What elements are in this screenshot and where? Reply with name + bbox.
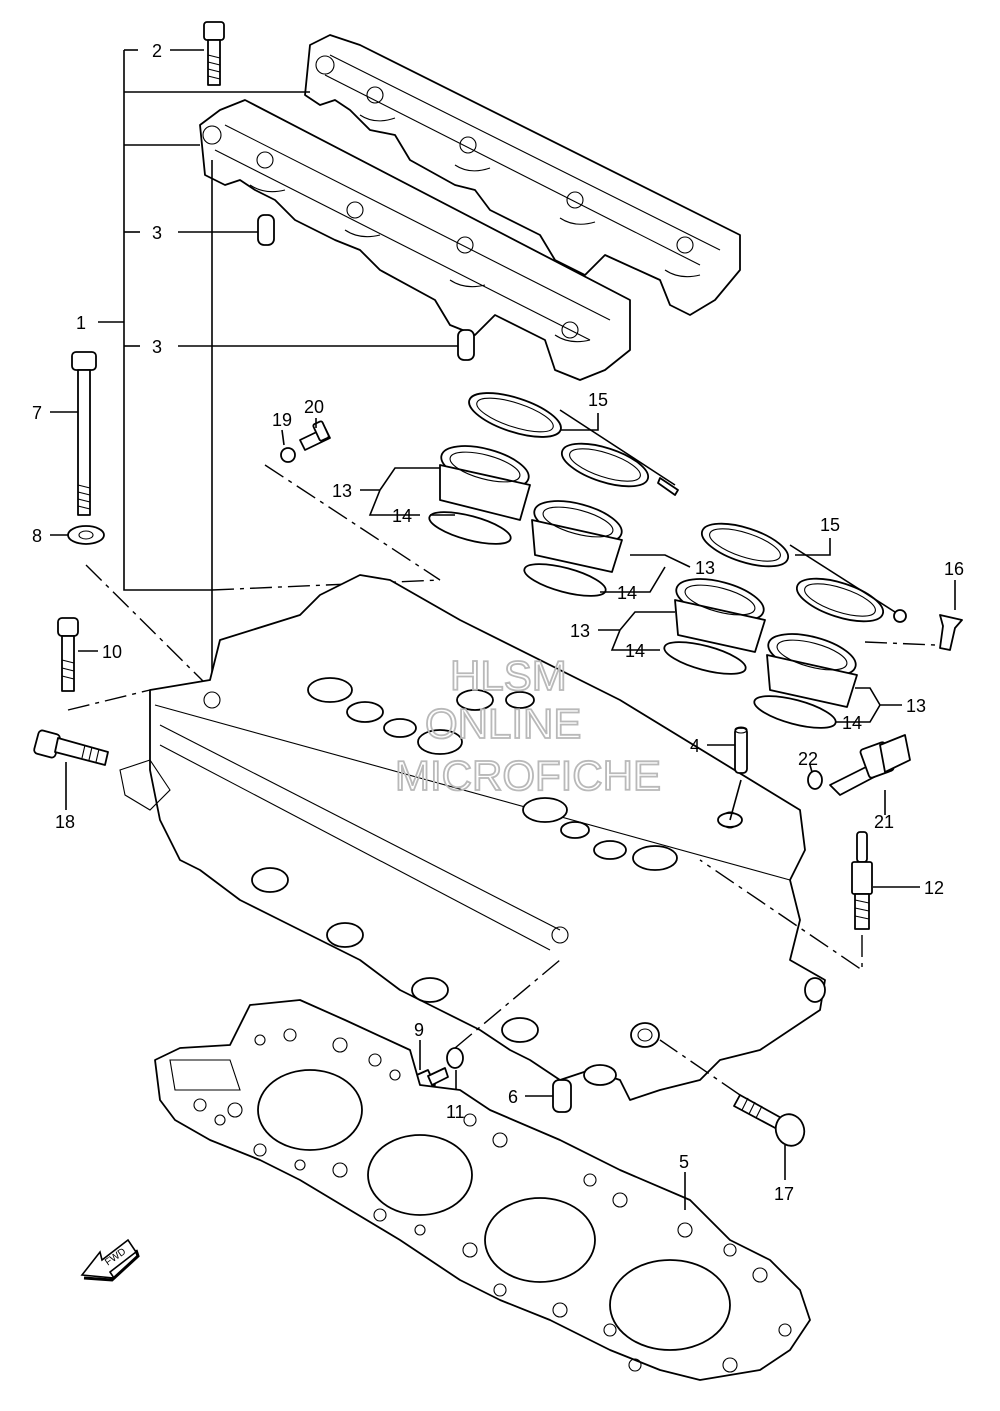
callout-14-a: 14 — [392, 506, 412, 526]
callout-18: 18 — [55, 812, 75, 832]
callout-14-c: 14 — [625, 641, 645, 661]
fwd-arrow-icon: FWD — [80, 1238, 140, 1282]
o-ring-11 — [446, 1047, 464, 1069]
callout-8: 8 — [32, 526, 42, 546]
bolt-17 — [733, 1094, 806, 1147]
washer-22 — [807, 770, 823, 790]
intake-clamp-15-right — [700, 522, 907, 623]
bolt-10 — [57, 617, 79, 692]
watermark: HLSM ONLINE MICROFICHE — [394, 651, 662, 800]
callout-3-lower: 3 — [152, 337, 162, 357]
spark-plug-12 — [851, 831, 873, 930]
callout-13-c: 13 — [570, 621, 590, 641]
bolt-2 — [203, 21, 225, 86]
o-ring-14-c — [663, 641, 747, 675]
intake-clamp-15-left — [468, 392, 679, 496]
o-ring-14-b — [523, 563, 607, 597]
callout-11: 11 — [446, 1102, 465, 1122]
o-ring-14-a — [428, 511, 512, 545]
intake-pipe-13-a — [439, 445, 531, 521]
temperature-sensor-21 — [829, 734, 911, 796]
callout-9: 9 — [414, 1020, 424, 1040]
callout-17: 17 — [774, 1184, 794, 1204]
callout-2: 2 — [152, 41, 162, 61]
callout-19: 19 — [272, 410, 292, 430]
o-ring-19 — [280, 447, 296, 463]
callout-7: 7 — [32, 403, 42, 423]
callout-21: 21 — [874, 812, 894, 832]
callout-22: 22 — [798, 749, 818, 769]
callout-15-left: 15 — [588, 390, 608, 410]
callout-10: 10 — [102, 642, 122, 662]
intake-pipe-13-d — [766, 633, 858, 708]
head-gasket-5 — [154, 999, 811, 1381]
watermark-line-2: ONLINE — [425, 700, 581, 747]
callout-4: 4 — [690, 736, 700, 756]
camshaft-holder-front — [199, 99, 631, 381]
dowel-pin-lower — [457, 329, 475, 361]
watermark-line-3: MICROFICHE — [395, 752, 661, 799]
callout-14-b: 14 — [617, 583, 637, 603]
o-ring-14-d — [753, 695, 837, 729]
dowel-pin-6 — [552, 1079, 572, 1113]
callout-13-b: 13 — [695, 558, 715, 578]
callout-13-a: 13 — [332, 481, 352, 501]
watermark-line-1: HLSM — [450, 652, 567, 699]
dowel-pin-upper — [257, 214, 275, 246]
screw-16 — [939, 614, 963, 651]
callout-3-upper: 3 — [152, 223, 162, 243]
callout-20: 20 — [304, 397, 324, 417]
callout-1: 1 — [76, 313, 86, 333]
long-bolt-7 — [71, 351, 97, 516]
camshaft-holder-rear — [304, 34, 741, 316]
callout-12: 12 — [924, 878, 944, 898]
intake-pipe-13-c — [674, 578, 766, 653]
callout-5: 5 — [679, 1152, 689, 1172]
callout-15-right: 15 — [820, 515, 840, 535]
cylinder-head — [119, 574, 826, 1101]
washer-8 — [67, 525, 105, 545]
bolt-18 — [33, 729, 109, 766]
callout-16: 16 — [944, 559, 964, 579]
callout-6: 6 — [508, 1087, 518, 1107]
fitting-20 — [299, 420, 331, 451]
intake-pipe-13-b — [531, 500, 623, 573]
callout-14-d: 14 — [842, 713, 862, 733]
callout-13-d: 13 — [906, 696, 926, 716]
pin-4 — [734, 726, 748, 774]
